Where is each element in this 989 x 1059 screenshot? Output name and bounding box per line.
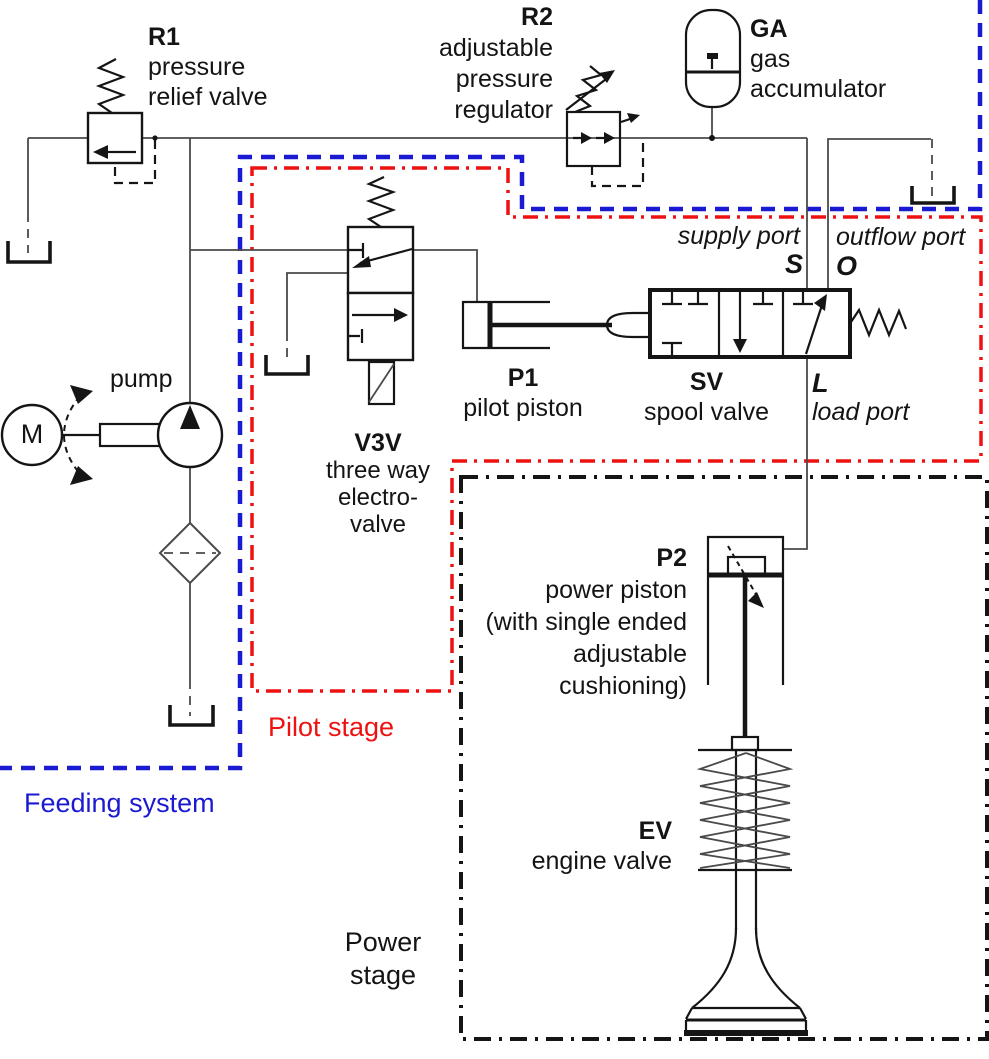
- sv-spool-valve-symbol: [648, 288, 908, 359]
- r2-regulator-symbol: [565, 65, 645, 188]
- load-port-label: load port: [812, 398, 910, 426]
- motor-symbol: [0, 403, 162, 467]
- motor-letter: M: [20, 419, 44, 449]
- p2-label: P2 power piston (with single ended adjus…: [485, 544, 687, 700]
- pilot-stage-label: Pilot stage: [268, 712, 395, 742]
- tank-symbol: [6, 186, 956, 727]
- ev-engine-valve-symbol: [684, 748, 808, 1036]
- ga-accumulator-symbol: [684, 8, 742, 141]
- p1-label: P1 pilot piston: [463, 364, 583, 422]
- power-stage-boundary: [459, 475, 989, 1041]
- p2-power-piston-symbol: [706, 535, 785, 752]
- v3v-label: V3V three way electro- valve: [325, 429, 431, 539]
- ga-label: GA gas accumulator: [750, 15, 887, 103]
- filter-symbol: [158, 521, 222, 585]
- outflow-port-letter: O: [836, 251, 858, 281]
- feeding-system-boundary: [0, 0, 983, 771]
- load-port-letter: L: [812, 368, 829, 398]
- pump-label: pump: [110, 365, 173, 393]
- pump-symbol: [156, 401, 224, 469]
- power-stage-label: Power stage: [344, 927, 422, 990]
- r1-label: R1 pressure relief valve: [148, 23, 268, 111]
- feeding-system-label: Feeding system: [24, 788, 215, 818]
- r1-relief-valve-symbol: [86, 58, 158, 185]
- supply-port-label: supply port: [677, 222, 800, 250]
- outflow-port-label: outflow port: [836, 223, 966, 251]
- ev-label: EV engine valve: [531, 817, 672, 875]
- r2-label: R2 adjustable pressure regulator: [439, 3, 553, 124]
- p1-pilot-piston-symbol: [461, 300, 650, 350]
- sv-label: SV spool valve: [643, 368, 770, 426]
- hydraulic-lines: [27, 107, 933, 716]
- v3v-valve-symbol: [346, 176, 415, 406]
- supply-port-letter: S: [785, 249, 804, 279]
- rotation-arrow: [63, 385, 93, 485]
